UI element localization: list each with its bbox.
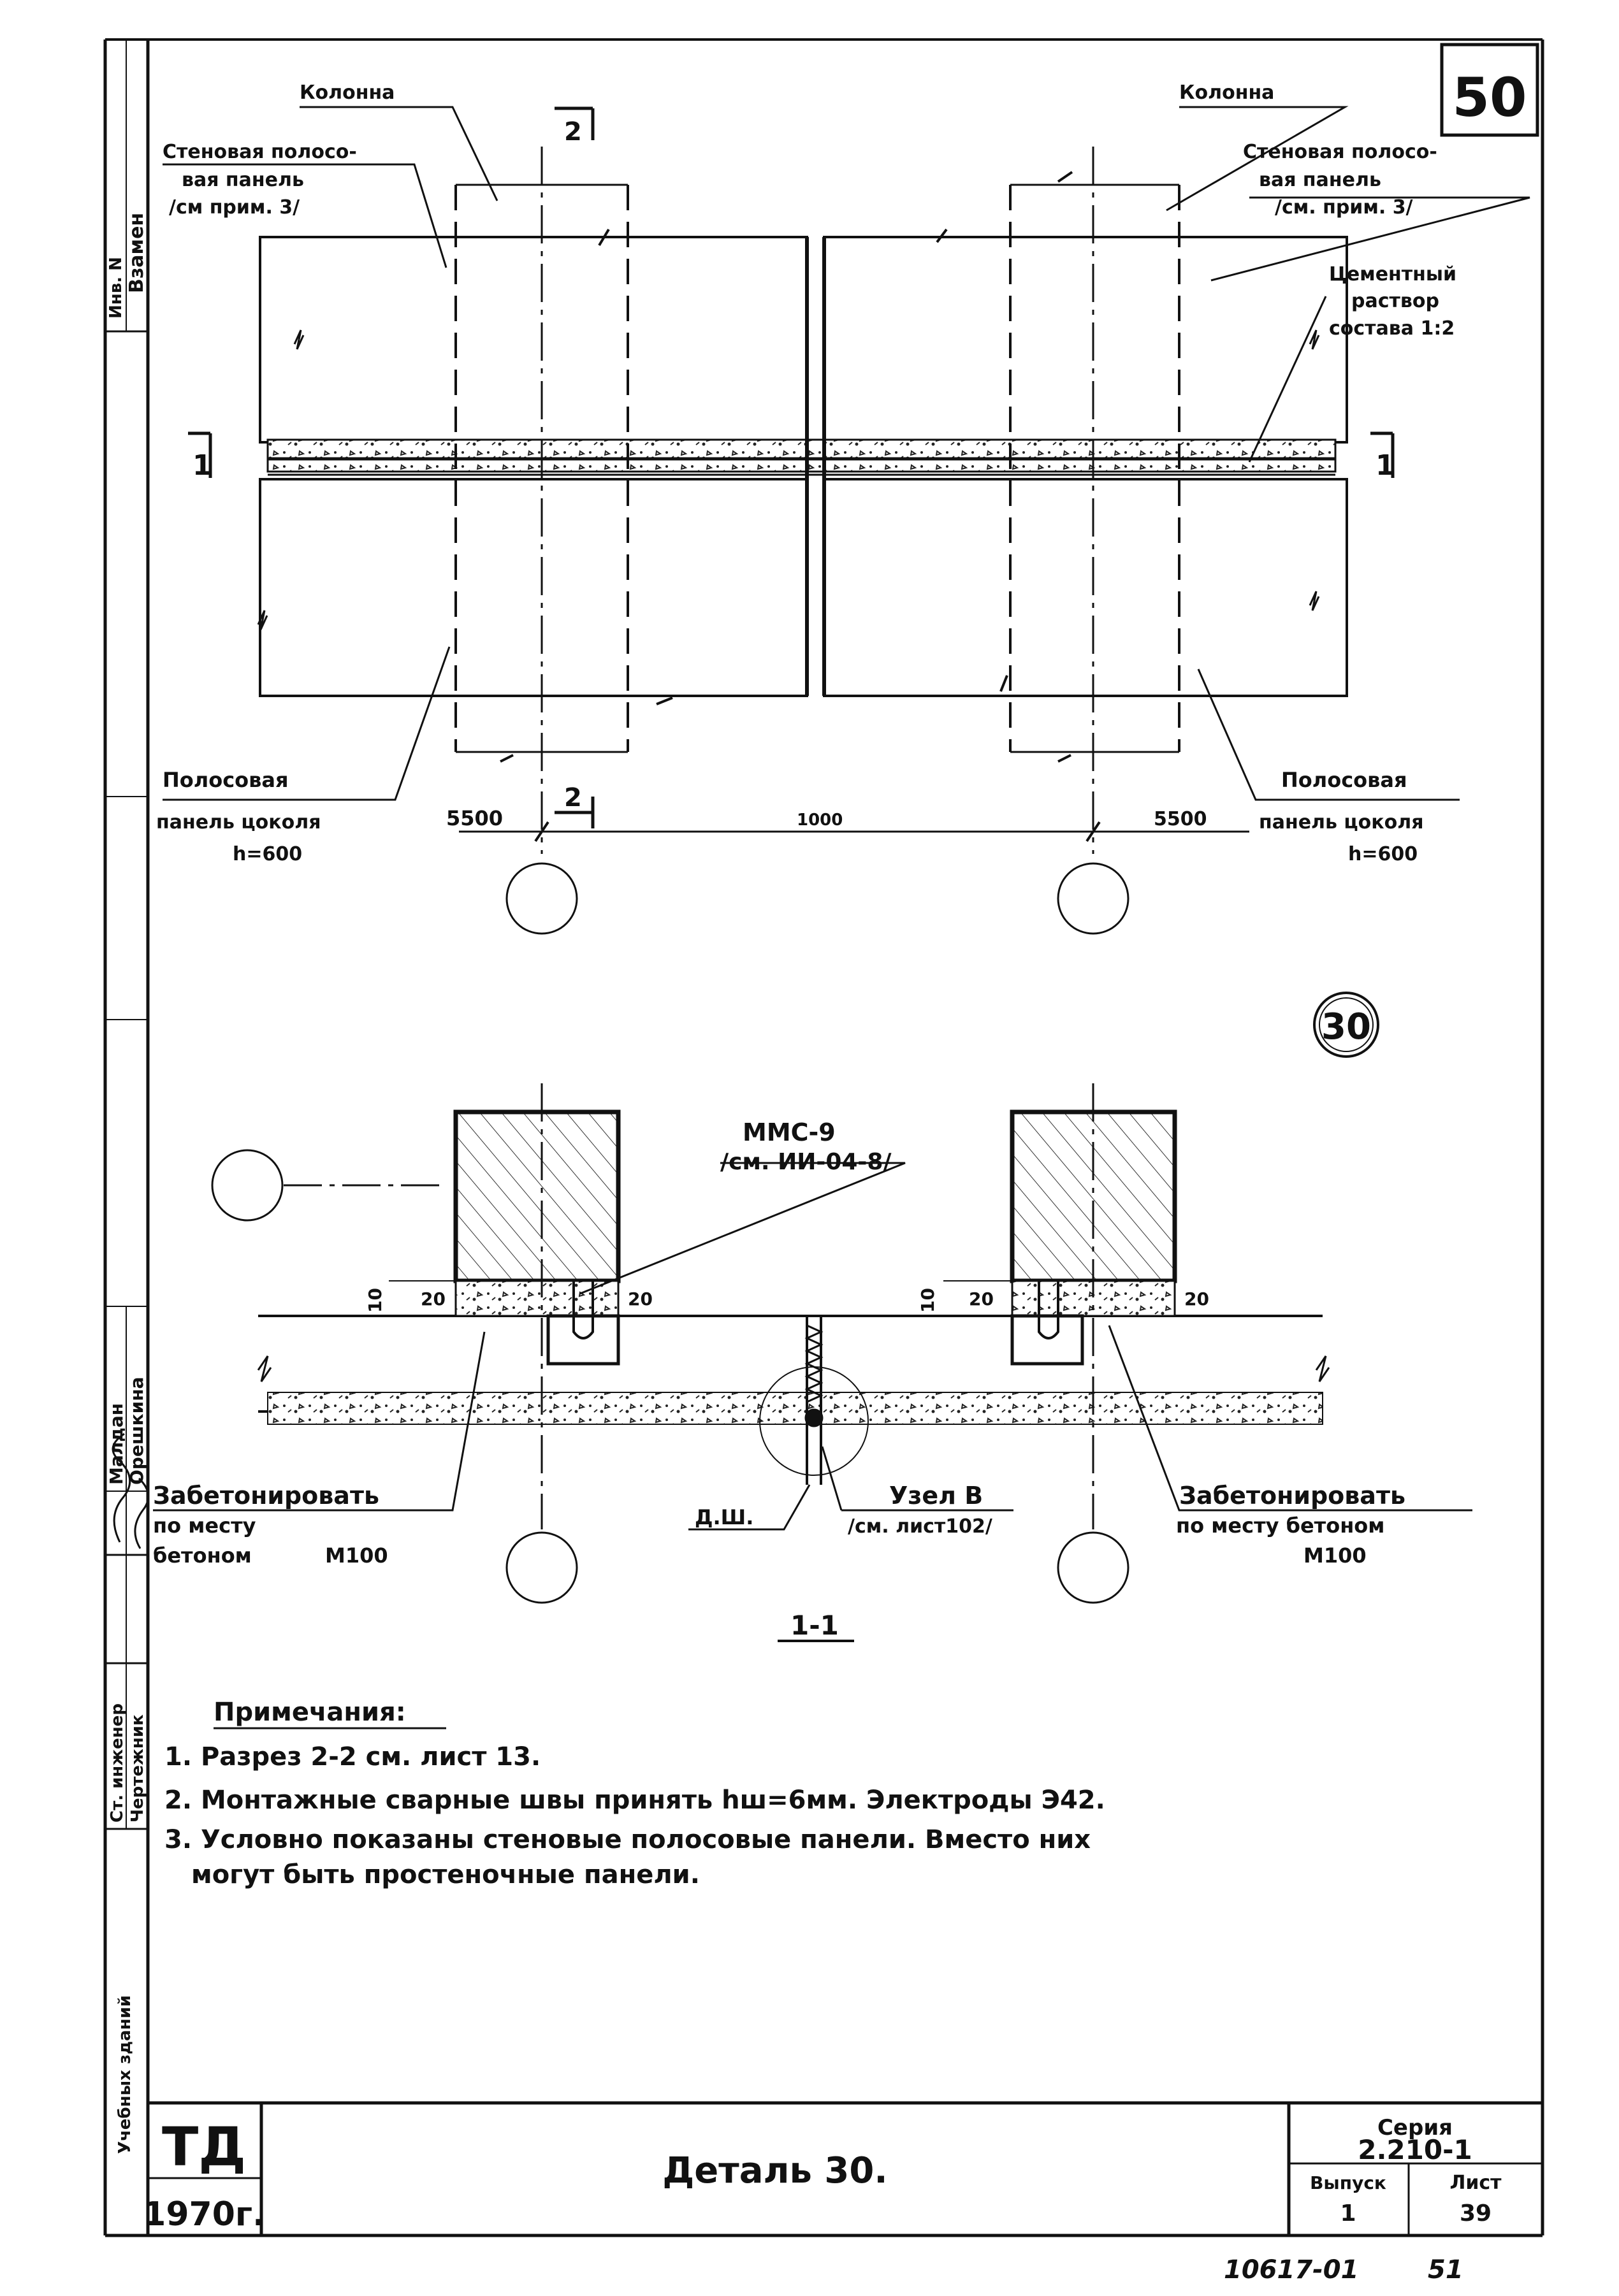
concrete-left-l4: М100 [325,1543,388,1568]
mortar-label-l2: раствор [1351,290,1439,312]
plinth-left-l3: h=600 [233,843,302,865]
dim-20-b: 20 [628,1289,653,1310]
column-section-left [453,1109,621,1283]
notes: Примечания: 1. Разрез 2-2 см. лист 13. 2… [164,1698,1105,1889]
engineer-role: Ст. инженер [108,1703,127,1823]
wall-panel-right-l1: Стеновая полосо- [1243,141,1437,163]
note-1: 1. Разрез 2-2 см. лист 13. [164,1742,541,1772]
column-label-right: Колонна [1179,82,1274,104]
concrete-left-l1: Забетонировать [153,1482,379,1510]
dim-mid: 1000 [797,811,843,830]
org-stamp: ТД [162,2116,246,2178]
note-2: 2. Монтажные сварные швы принять hш=6мм.… [164,1786,1105,1815]
wall-panel-left-l3: /см прим. 3/ [169,196,300,219]
building-type: Учебных зданий [115,1995,134,2154]
plinth-panel-right [823,478,1348,697]
left-margin: Инв. N Взамен Малдан Орешкина Ст. инжене… [106,213,150,2154]
mortar-label-l1: Цементный [1329,263,1456,285]
plinth-right-l3: h=600 [1348,843,1418,865]
detail-mark-circle [1313,992,1379,1058]
vzamen-label: Взамен [126,213,148,293]
node-label-l1: Узел В [889,1482,983,1510]
plan-view [163,106,1530,935]
year: 1970г. [143,2195,265,2234]
sheet-label: Лист [1449,2172,1502,2194]
embed-label-l2: /см. ИИ-04-8/ [720,1149,892,1175]
note-3: 3. Условно показаны стеновые полосовые п… [164,1825,1091,1854]
axis-bubble-left [505,862,578,935]
wall-panel-right-l2: вая панель [1259,169,1381,191]
title-block [148,2101,1543,2235]
column-section-right [1010,1109,1177,1283]
concrete-right-l3: М100 [1303,1543,1367,1568]
sheet-title: Деталь 30. [662,2150,887,2191]
doc-code: 10617-01 [1224,2255,1358,2285]
section-title: 1-1 [790,1610,839,1641]
axis-bubble-right [1057,862,1129,935]
embed-right [1010,1314,1084,1366]
issue-label: Выпуск [1310,2172,1386,2193]
axis-bubble-sec-left [505,1531,578,1604]
section-1-left: 1 [192,449,212,482]
engineer-name: Малдан [106,1403,127,1485]
section-1-right: 1 [1376,449,1395,482]
concrete-left-l2: по месту [153,1513,256,1538]
mortar-label-l3: состава 1:2 [1329,317,1455,340]
notes-heading: Примечания: [214,1698,406,1727]
axis-bubble-row [211,1149,284,1222]
plinth-left-l1: Полосовая [163,768,289,792]
wall-panel-left-l2: вая панель [182,169,304,191]
mortar-strip [266,438,1337,473]
dim-20-a: 20 [421,1289,446,1310]
node-b-circle [759,1366,869,1476]
section-labels: 30 ММС-9 /см. ИИ-04-8/ 10 20 20 10 20 20… [153,1006,1405,1641]
section-2-top: 2 [564,117,582,147]
joint-label: Д.Ш. [695,1505,753,1529]
footer-page: 51 [1428,2255,1463,2285]
concrete-left-l3: бетоном [153,1543,252,1568]
series-value: 2.210-1 [1358,2134,1472,2165]
drafter-signature [134,1477,150,1549]
plan-labels: Колонна Колонна Стеновая полосо- вая пан… [156,82,1456,865]
note-3-cont: могут быть простеночные панели. [191,1860,700,1889]
sheet-frame [103,38,1544,2237]
dim-20-d: 20 [1184,1289,1209,1310]
concrete-right-l1: Забетонировать [1179,1482,1405,1510]
dim-10-left: 10 [365,1288,386,1313]
plinth-right-l1: Полосовая [1281,768,1407,792]
embed-label-l1: ММС-9 [743,1118,836,1146]
slab-concrete [267,1392,1323,1425]
series-label: Серия [1377,2115,1453,2141]
plinth-left-l2: панель цоколя [156,811,321,834]
dim-left: 5500 [446,806,503,830]
upper-wall-panel-left [259,236,808,444]
drafter-role: Чертежник [128,1714,147,1823]
embed-left [546,1314,620,1366]
sheet-value: 39 [1460,2200,1492,2227]
issue-value: 1 [1340,2200,1356,2227]
dim-20-c: 20 [969,1289,994,1310]
concrete-right-l2: по месту бетоном [1176,1513,1384,1538]
plinth-right-l2: панель цоколя [1259,811,1424,834]
engineer-signature [112,1433,131,1543]
inv-label: Инв. N [106,257,126,319]
node-label-l2: /см. лист102/ [848,1515,992,1538]
upper-wall-panel-right [823,236,1348,444]
column-label-left: Колонна [300,82,395,104]
sheet-number: 50 [1453,66,1527,129]
plinth-panel-left [259,478,808,697]
axis-bubble-sec-right [1057,1531,1129,1604]
section-2-bottom: 2 [564,783,582,812]
wall-panel-right-l3: /см. прим. 3/ [1275,196,1413,219]
drafter-name: Орешкина [126,1377,147,1485]
wall-panel-left-l1: Стеновая полосо- [163,141,357,163]
dim-10-right: 10 [917,1288,938,1313]
dim-right: 5500 [1154,808,1207,830]
detail-mark: 30 [1321,1006,1371,1048]
section-view [153,992,1472,1642]
